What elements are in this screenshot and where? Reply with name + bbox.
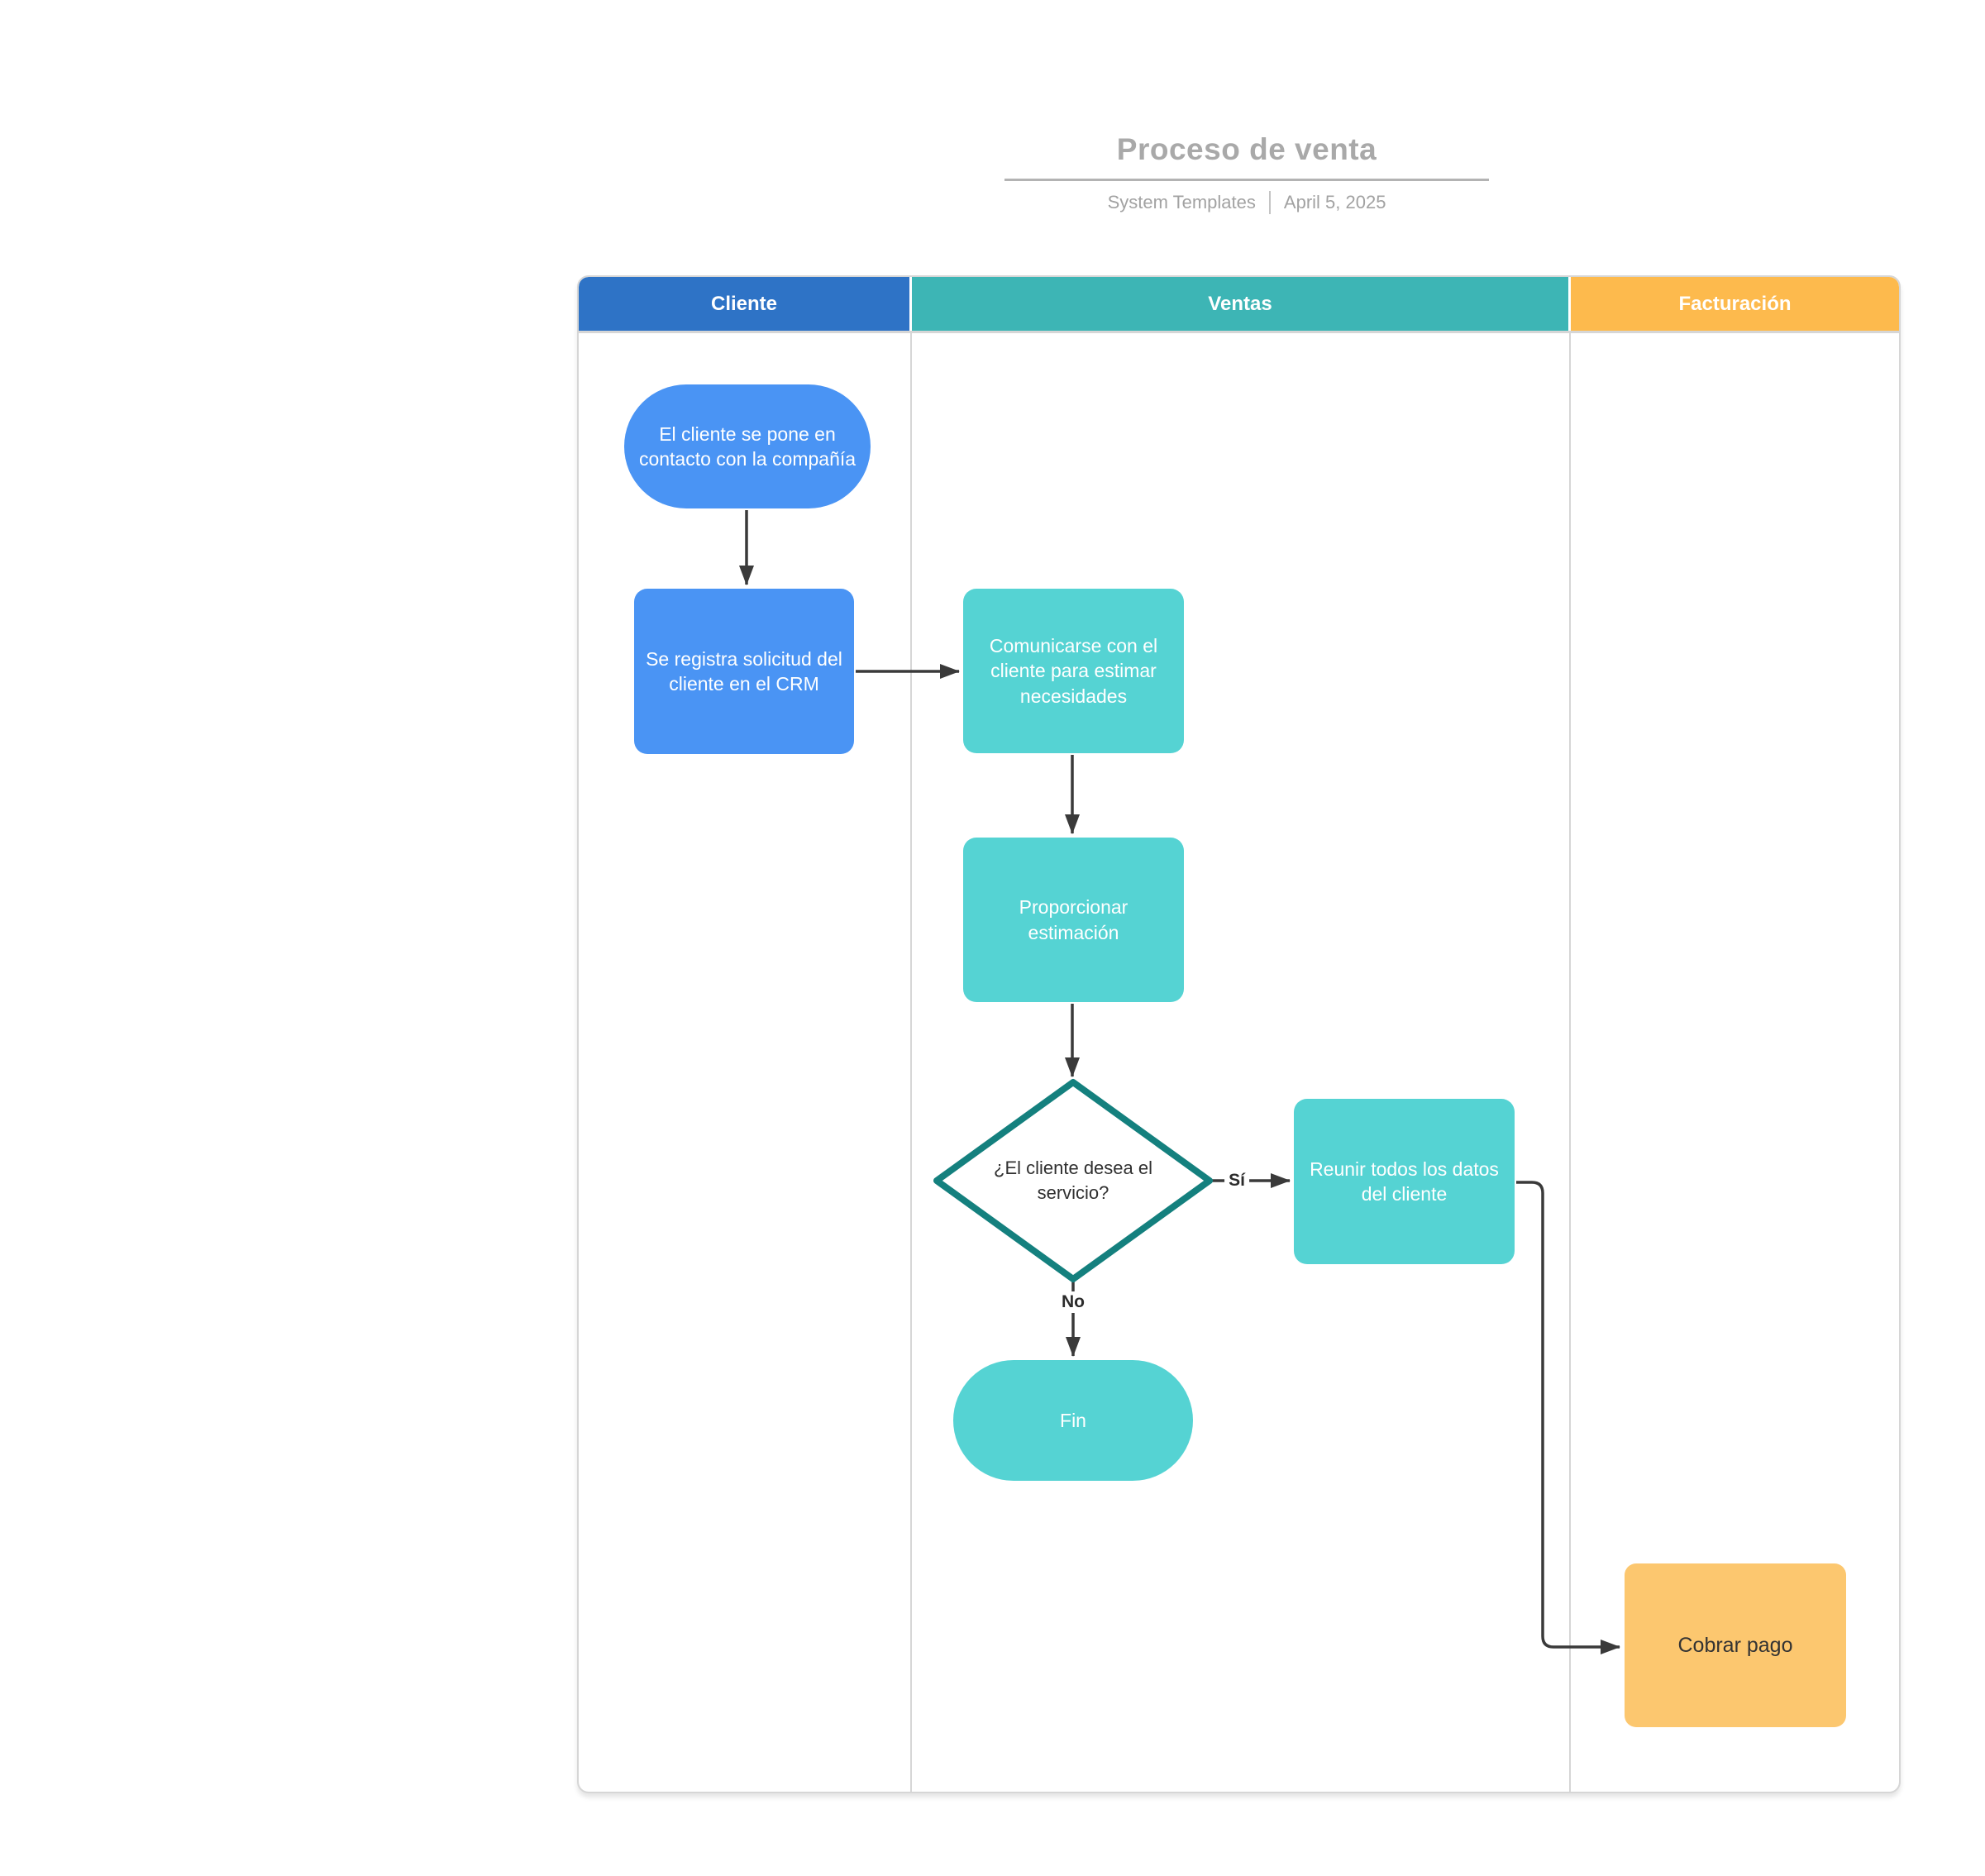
node-contact-label: El cliente se pone en contacto con la co…: [638, 422, 857, 470]
node-charge[interactable]: Cobrar pago: [1625, 1563, 1846, 1727]
node-communicate-label: Comunicarse con el cliente para estimar …: [989, 634, 1158, 707]
node-communicate[interactable]: Comunicarse con el cliente para estimar …: [963, 589, 1184, 753]
author-text: System Templates: [1107, 192, 1256, 212]
page-title: Proceso de venta: [1116, 132, 1377, 166]
lane-divider-ventas-facturacion: [1569, 331, 1571, 1792]
node-charge-label: Cobrar pago: [1677, 1633, 1793, 1657]
lane-header-cliente[interactable]: Cliente: [579, 277, 909, 331]
subtitle: System Templates April 5, 2025: [875, 191, 1619, 214]
edge-label-no[interactable]: No: [1057, 1291, 1089, 1313]
edge-label-yes[interactable]: Sí: [1224, 1170, 1249, 1191]
lane-header-ventas-label: Ventas: [1208, 292, 1272, 315]
lane-header-facturacion[interactable]: Facturación: [1571, 277, 1899, 331]
subtitle-divider: [1268, 191, 1271, 214]
lane-divider-cliente-ventas: [910, 331, 912, 1792]
node-estimate-label: Proporcionar estimación: [1019, 896, 1128, 943]
node-gather-label: Reunir todos los datos del cliente: [1310, 1158, 1499, 1205]
node-end-label: Fin: [1060, 1409, 1086, 1431]
swimlane-container: Cliente Ventas Facturación: [577, 275, 1901, 1793]
node-estimate[interactable]: Proporcionar estimación: [963, 838, 1184, 1002]
node-decision[interactable]: ¿El cliente desea el servicio?: [931, 1076, 1215, 1285]
node-end[interactable]: Fin: [953, 1360, 1193, 1481]
lane-header-cliente-label: Cliente: [710, 292, 777, 315]
node-register-label: Se registra solicitud del cliente en el …: [646, 647, 842, 695]
lane-header-facturacion-label: Facturación: [1678, 292, 1792, 315]
node-gather[interactable]: Reunir todos los datos del cliente: [1294, 1099, 1515, 1264]
header-bottom-border: [579, 331, 1899, 333]
lane-header-ventas[interactable]: Ventas: [912, 277, 1568, 331]
node-contact[interactable]: El cliente se pone en contacto con la co…: [624, 384, 871, 508]
date-text: April 5, 2025: [1283, 192, 1386, 212]
node-register[interactable]: Se registra solicitud del cliente en el …: [634, 589, 854, 754]
title-underline: [1004, 179, 1489, 181]
decision-diamond-shape[interactable]: [933, 1079, 1213, 1282]
node-decision-label: ¿El cliente desea el servicio?: [994, 1158, 1152, 1203]
title-block: Proceso de venta System Templates April …: [875, 132, 1619, 214]
